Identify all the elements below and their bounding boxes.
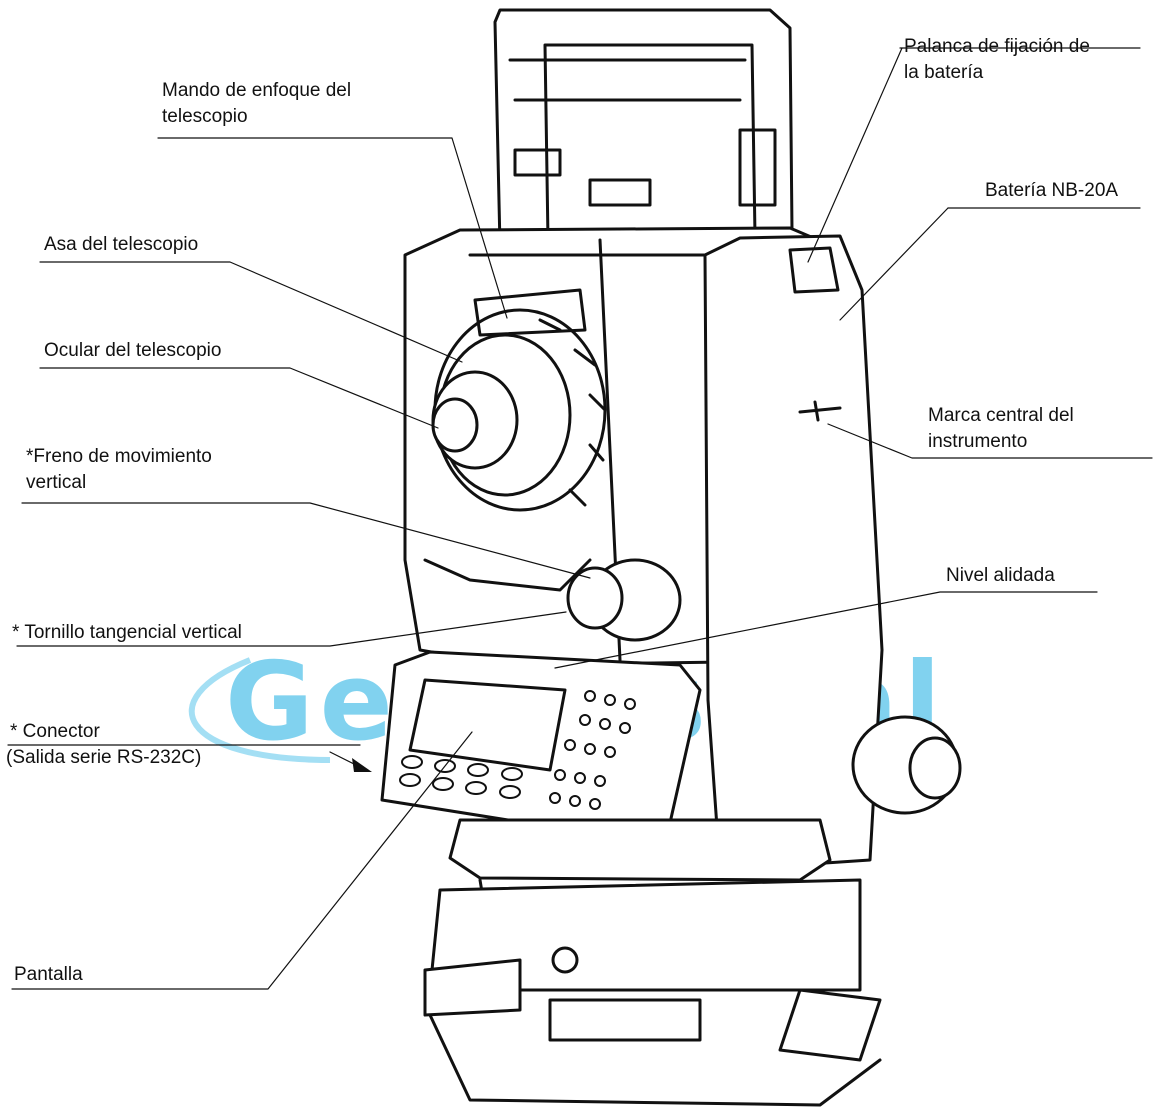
conector-arrowhead bbox=[352, 758, 372, 772]
label-mando-2: telescopio bbox=[162, 106, 248, 127]
label-marca-1: Marca central del bbox=[928, 405, 1074, 426]
label-conector-2: (Salida serie RS-232C) bbox=[6, 747, 202, 768]
label-freno-2: vertical bbox=[26, 472, 87, 493]
control-panel bbox=[380, 650, 702, 847]
label-pantalla: Pantalla bbox=[14, 964, 83, 985]
horizontal-tangent-knob bbox=[851, 715, 962, 815]
leader-palanca bbox=[807, 47, 903, 263]
leader-nivel bbox=[554, 591, 1098, 669]
label-mando-1: Mando de enfoque del bbox=[162, 80, 352, 101]
tribrach-base bbox=[423, 818, 882, 1107]
label-tornillo: * Tornillo tangencial vertical bbox=[12, 622, 242, 643]
label-ocular: Ocular del telescopio bbox=[44, 340, 222, 361]
label-asa: Asa del telescopio bbox=[44, 234, 199, 255]
battery-pack bbox=[703, 234, 884, 872]
leader-pantalla bbox=[11, 731, 473, 990]
carrying-handle bbox=[493, 8, 794, 248]
leader-tornillo bbox=[16, 611, 567, 647]
leader-freno bbox=[21, 502, 591, 579]
label-bateria: Batería NB-20A bbox=[985, 180, 1119, 201]
leader-lines bbox=[7, 47, 1153, 990]
label-palanca-1: Palanca de fijación de bbox=[904, 36, 1090, 57]
leader-asa bbox=[39, 261, 463, 363]
label-palanca-2: la batería bbox=[904, 62, 984, 83]
leader-bateria bbox=[839, 207, 949, 321]
label-nivel: Nivel alidada bbox=[946, 565, 1055, 586]
label-freno-1: *Freno de movimiento bbox=[26, 446, 212, 467]
telescope-eyepiece bbox=[431, 288, 607, 512]
leader-marca bbox=[827, 423, 1153, 459]
vertical-clamp-knobs bbox=[566, 558, 682, 642]
leader-ocular bbox=[39, 367, 439, 429]
leader-mando bbox=[157, 137, 508, 319]
label-marca-2: instrumento bbox=[928, 431, 1028, 452]
label-conector-1: * Conector bbox=[10, 721, 100, 742]
